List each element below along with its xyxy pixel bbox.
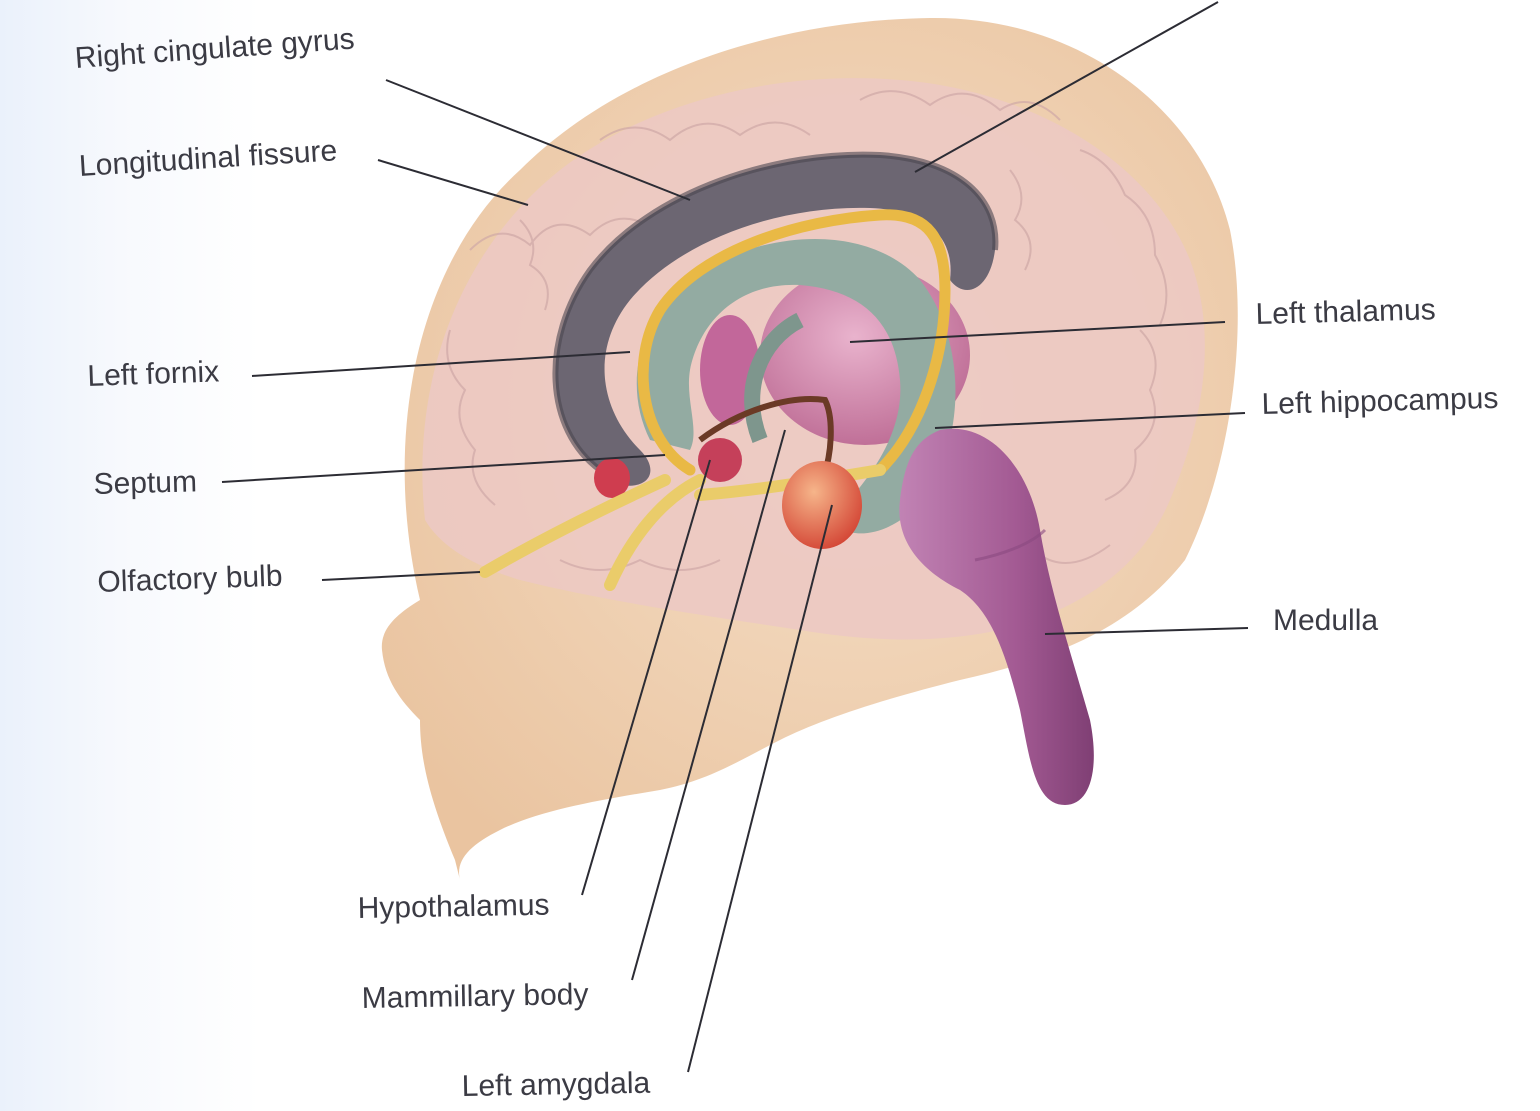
- septum-shape: [594, 458, 630, 498]
- label-septum: Septum: [93, 467, 197, 500]
- label-medulla: Medulla: [1273, 606, 1378, 636]
- label-mammillary-body: Mammillary body: [361, 980, 588, 1014]
- label-left-hippocampus: Left hippocampus: [1261, 384, 1499, 420]
- label-left-fornix: Left fornix: [87, 357, 220, 392]
- label-olfactory-bulb: Olfactory bulb: [97, 562, 283, 598]
- amygdala-shape: [782, 461, 862, 549]
- label-hypothalamus: Hypothalamus: [357, 891, 549, 924]
- label-left-amygdala: Left amygdala: [461, 1069, 650, 1102]
- label-left-thalamus: Left thalamus: [1255, 295, 1436, 330]
